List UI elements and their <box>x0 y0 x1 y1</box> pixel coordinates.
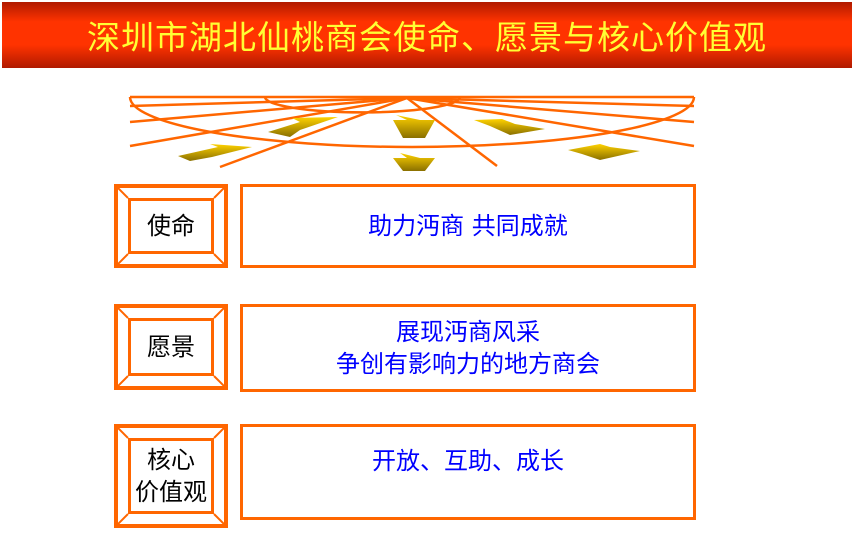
bevel-frame <box>118 428 224 524</box>
label-text: 价值观 <box>135 478 207 506</box>
label-text: 核心 <box>147 446 195 474</box>
sunburst-decoration <box>128 95 696 171</box>
arrow-icon <box>268 117 338 137</box>
arrow-icon <box>393 153 435 171</box>
arrow-icon <box>393 115 435 138</box>
arrow-icon <box>178 144 252 161</box>
bevel-frame <box>118 308 224 386</box>
arrow-icon <box>474 119 545 135</box>
content-text: 展现沔商风采 <box>396 318 540 346</box>
content-text: 助力沔商 共同成就 <box>368 212 568 240</box>
arrow-icon <box>568 144 640 160</box>
content-box-core-values: 开放、互助、成长 <box>240 424 696 520</box>
label-box-core-values: 核心价值观 <box>114 424 228 528</box>
label-text: 使命 <box>147 212 195 240</box>
label-box-vision: 愿景 <box>114 304 228 390</box>
content-box-mission: 助力沔商 共同成就 <box>240 184 696 268</box>
content-box-vision: 展现沔商风采 争创有影响力的地方商会 <box>240 304 696 392</box>
bevel-frame <box>118 188 224 264</box>
page-title: 深圳市湖北仙桃商会使命、愿景与核心价值观 <box>87 18 767 57</box>
title-banner: 深圳市湖北仙桃商会使命、愿景与核心价值观 <box>2 2 852 68</box>
content-text: 争创有影响力的地方商会 <box>336 350 600 378</box>
content-text: 开放、互助、成长 <box>372 447 564 475</box>
label-box-mission: 使命 <box>114 184 228 268</box>
label-text: 愿景 <box>147 333 195 361</box>
